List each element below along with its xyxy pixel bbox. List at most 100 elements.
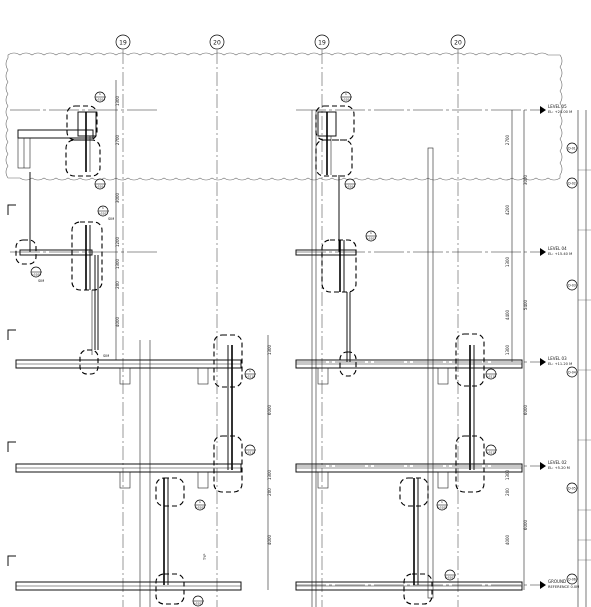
grid-bubble-2: 20 <box>209 34 225 50</box>
grid-bubble-label: 19 <box>318 40 326 47</box>
right-dimension-string: 2700 3000 4200 1300 5400 4400 1300 6000 … <box>505 110 528 590</box>
callout-left-7: 1A-5105 <box>194 499 206 511</box>
dim-label: 3000 <box>523 174 528 185</box>
dim-label: 1200 <box>115 236 120 247</box>
callout-num: 1 <box>370 231 372 235</box>
dim-label: 1300 <box>115 258 120 269</box>
level-marker-4: LEVEL 02 EL: +5.20 M <box>540 460 570 470</box>
callout-num: 1 <box>102 206 104 210</box>
dim-label: 1300 <box>267 469 272 480</box>
left-callouts: 1A-5104 A-5104 1A-5107 A-5106 1A-5110 A-… <box>30 91 256 607</box>
section-tag-label: D-01 <box>568 147 576 151</box>
callout-ref: A-5110 <box>245 451 255 455</box>
section-tag-3: D-03 <box>566 279 578 291</box>
callout-left-6: A-5110 <box>244 444 256 456</box>
dim-label: 4400 <box>505 309 510 320</box>
right-edge-column <box>577 110 591 607</box>
note-sim: SIM <box>38 279 44 283</box>
dim-label: 2700 <box>115 134 120 145</box>
dim-label: 4000 <box>267 534 272 545</box>
right-callouts: 1A-5104 A-5104 1A-5107 A-5110 A-5110 1A-… <box>340 91 497 581</box>
callout-ref: A-5102 <box>193 602 203 606</box>
dim-label: 200 <box>115 281 120 289</box>
left-edge-markers <box>7 204 16 566</box>
section-tag-4: D-04 <box>566 366 578 378</box>
section-tag-label: D-05 <box>568 487 576 491</box>
level-elevation: EL: +5.20 M <box>548 466 570 470</box>
section-tag-label: D-06 <box>568 578 576 582</box>
dim-label: 200 <box>267 488 272 496</box>
callout-ref: A-5105 <box>437 506 447 510</box>
dim-label: 2700 <box>505 134 510 145</box>
dim-label: 1300 <box>505 256 510 267</box>
callout-right-1: 1A-5104 <box>340 91 352 103</box>
grid-bubble-3: 19 <box>314 34 330 50</box>
revision-cloud <box>5 52 563 181</box>
dim-label: 4000 <box>505 534 510 545</box>
level-marker-2: LEVEL 04 EL: +15.40 M <box>540 246 572 256</box>
note-sim: SIM <box>103 354 109 358</box>
callout-ref: A-5104 <box>345 185 355 189</box>
left-detail-boxes <box>15 105 243 605</box>
callout-left-3: 1A-5107 <box>97 205 109 217</box>
level-marker-5: GROUND REFERENCE 0.0M <box>540 579 579 589</box>
callout-left-1: 1A-5104 <box>94 91 106 103</box>
dim-label: 200 <box>505 488 510 496</box>
level-name: LEVEL 03 <box>548 356 567 361</box>
level-name: LEVEL 04 <box>548 246 567 251</box>
dim-label: 6000 <box>523 404 528 415</box>
right-detail-boxes <box>315 105 485 605</box>
dim-label: 4000 <box>115 316 120 327</box>
callout-num: 1 <box>99 92 101 96</box>
dim-label: 1300 <box>267 344 272 355</box>
section-tag-label: D-02 <box>568 182 576 186</box>
callout-left-4: A-5106 <box>30 266 42 278</box>
grid-bubble-4: 20 <box>450 34 466 50</box>
callout-right-3: 1A-5107 <box>365 230 377 242</box>
callout-num: 1 <box>249 369 251 373</box>
callout-ref: A-5110 <box>486 375 496 379</box>
callout-right-4: A-5110 <box>485 368 497 380</box>
note-sim: SIM <box>108 217 114 221</box>
callout-ref: A-5104 <box>341 98 351 102</box>
dim-label: 4200 <box>505 204 510 215</box>
callout-ref: A-5105 <box>195 506 205 510</box>
level-name: LEVEL 02 <box>548 460 567 465</box>
callout-right-6: 1A-5105 <box>436 499 448 511</box>
section-tag-1: D-01 <box>566 142 578 154</box>
callout-left-8: A-5102 <box>192 595 204 607</box>
callout-ref: A-5104 <box>95 185 105 189</box>
dim-label: 3000 <box>115 192 120 203</box>
grid-bubble-label: 19 <box>119 40 127 47</box>
grid-lines <box>122 50 459 607</box>
callout-ref: A-5102 <box>445 576 455 580</box>
dim-label: 5400 <box>523 299 528 310</box>
level-name: GROUND <box>548 579 566 584</box>
callout-ref: A-5110 <box>245 375 255 379</box>
section-tag-label: D-03 <box>568 284 576 288</box>
callout-right-7: A-5102 <box>444 569 456 581</box>
note-typ: TYP <box>203 554 207 561</box>
section-tag-5: D-05 <box>566 482 578 494</box>
callout-right-5: A-5110 <box>485 444 497 456</box>
level-elevation: REFERENCE 0.0M <box>548 585 579 589</box>
callout-ref: A-5110 <box>486 451 496 455</box>
callout-ref: A-5106 <box>31 273 41 277</box>
level-elevation: EL: +11.20 M <box>548 362 572 366</box>
dim-label: 6000 <box>267 404 272 415</box>
level-marker-1: LEVEL 05 EL: +20.00 M <box>540 104 572 114</box>
callout-ref: A-5107 <box>366 237 376 241</box>
level-elevation: EL: +15.40 M <box>548 252 572 256</box>
callout-left-2: A-5104 <box>94 178 106 190</box>
section-tag-label: D-04 <box>568 371 576 375</box>
level-marker-3: LEVEL 03 EL: +11.20 M <box>540 356 572 366</box>
dim-label: 6000 <box>523 519 528 530</box>
left-dimension-string: 1300 2700 3000 1200 1300 200 4000 1300 6… <box>115 80 272 590</box>
dim-label: 1300 <box>115 95 120 106</box>
callout-ref: A-5107 <box>98 212 108 216</box>
dim-label: 1300 <box>505 469 510 480</box>
callout-right-2: A-5104 <box>344 178 356 190</box>
section-tag-2: D-02 <box>566 177 578 189</box>
callout-num: 1 <box>441 500 443 504</box>
section-tags: D-01 D-02 D-03 D-04 D-05 D-06 <box>566 142 578 585</box>
